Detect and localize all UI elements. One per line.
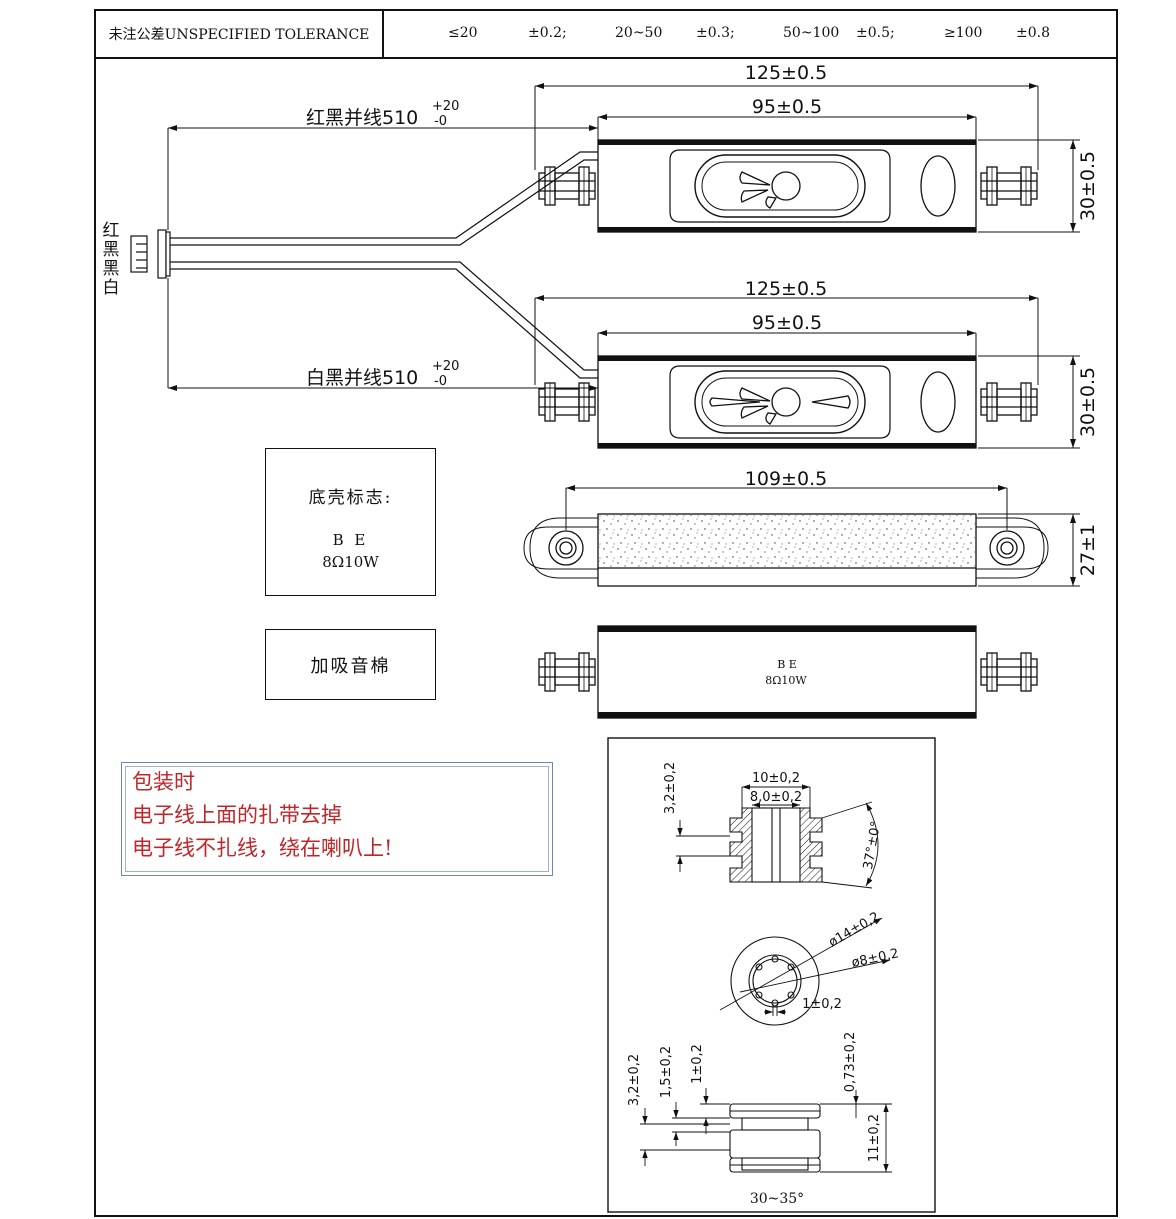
connector-color-2: 黑 bbox=[103, 240, 120, 260]
detail-slot: 1±0,2 bbox=[802, 997, 842, 1012]
bottom-height-dim: 27±1 bbox=[1077, 524, 1099, 576]
tol-value-4: ±0.8 bbox=[1016, 25, 1050, 41]
lower-wire-tol-plus: +20 bbox=[432, 359, 459, 374]
speaker-bottom-view bbox=[523, 513, 1049, 587]
detail-side-b: 1,5±0,2 bbox=[659, 1046, 674, 1098]
wire-harness bbox=[130, 151, 598, 379]
detail-hardness: 30~35° bbox=[750, 1191, 804, 1207]
top-height-dim: 30±0.5 bbox=[1077, 151, 1099, 221]
note-line-3: 电子线不扎线，绕在喇叭上! bbox=[132, 836, 393, 860]
lower-wire-tol-minus: -0 bbox=[434, 374, 447, 389]
connector-color-4: 白 bbox=[103, 278, 120, 298]
connector-color-1: 红 bbox=[103, 221, 120, 241]
marking-box: 底壳标志: B E 8Ω10W bbox=[265, 448, 436, 596]
tol-range-3: 50~100 bbox=[783, 25, 840, 41]
upper-wire-tol-minus: -0 bbox=[434, 114, 447, 129]
drawing-sheet: 未注公差UNSPECIFIED TOLERANCE ≤20 ±0.2; 20~5… bbox=[94, 9, 1118, 1217]
packing-note: 包装时 电子线上面的扎带去掉 电子线不扎线，绕在喇叭上! bbox=[121, 762, 553, 876]
marking-line1: B E bbox=[332, 531, 369, 549]
detail-side-height: 11±0,2 bbox=[867, 1114, 882, 1162]
side-label-line2: 8Ω10W bbox=[765, 674, 807, 687]
speaker-mid-dims bbox=[534, 295, 1080, 449]
speaker-mid bbox=[538, 355, 1038, 449]
top-inner-dim: 95±0.5 bbox=[752, 96, 822, 118]
connector-color-3: 黑 bbox=[103, 259, 120, 279]
bottom-pitch-dim: 109±0.5 bbox=[745, 468, 827, 490]
side-label-line1: B E bbox=[777, 658, 797, 671]
speaker-side-view bbox=[538, 625, 1038, 719]
marking-line2: 8Ω10W bbox=[322, 553, 379, 571]
speaker-top bbox=[538, 139, 1038, 233]
detail-side-c: 1±0,2 bbox=[690, 1044, 705, 1084]
mid-inner-dim: 95±0.5 bbox=[752, 312, 822, 334]
upper-wire-tol-plus: +20 bbox=[432, 99, 459, 114]
tol-range-1: ≤20 bbox=[448, 25, 478, 41]
detail-side-d: 0,73±0,2 bbox=[843, 1032, 858, 1093]
upper-wire-label: 红黑并线510 bbox=[306, 107, 418, 129]
grommet-detail bbox=[607, 737, 936, 1213]
note-line-2: 电子线上面的扎带去掉 bbox=[132, 803, 342, 827]
mid-height-dim: 30±0.5 bbox=[1077, 367, 1099, 437]
foam-box: 加吸音棉 bbox=[265, 629, 436, 700]
tol-range-4: ≥100 bbox=[944, 25, 983, 41]
tol-value-1: ±0.2; bbox=[528, 25, 567, 41]
top-overall-dim: 125±0.5 bbox=[745, 62, 827, 84]
marking-title: 底壳标志: bbox=[308, 488, 393, 508]
detail-side-a: 3,2±0,2 bbox=[627, 1054, 642, 1106]
tolerance-label: 未注公差UNSPECIFIED TOLERANCE bbox=[96, 11, 384, 57]
tolerance-bar: 未注公差UNSPECIFIED TOLERANCE ≤20 ±0.2; 20~5… bbox=[96, 11, 1116, 59]
tol-value-3: ±0.5; bbox=[856, 25, 895, 41]
mid-overall-dim: 125±0.5 bbox=[745, 278, 827, 300]
detail-groove: 3,2±0,2 bbox=[663, 762, 678, 814]
note-line-1: 包装时 bbox=[132, 770, 195, 794]
tol-range-2: 20~50 bbox=[615, 25, 663, 41]
detail-outer-width: 10±0,2 bbox=[752, 771, 800, 786]
detail-inner-width: 8,0±0,2 bbox=[750, 790, 802, 805]
wire-dims bbox=[167, 125, 598, 391]
speaker-bottom-dims bbox=[565, 485, 1080, 587]
foam-label: 加吸音棉 bbox=[310, 655, 391, 677]
tol-value-2: ±0.3; bbox=[696, 25, 735, 41]
lower-wire-label: 白黑并线510 bbox=[306, 367, 418, 389]
